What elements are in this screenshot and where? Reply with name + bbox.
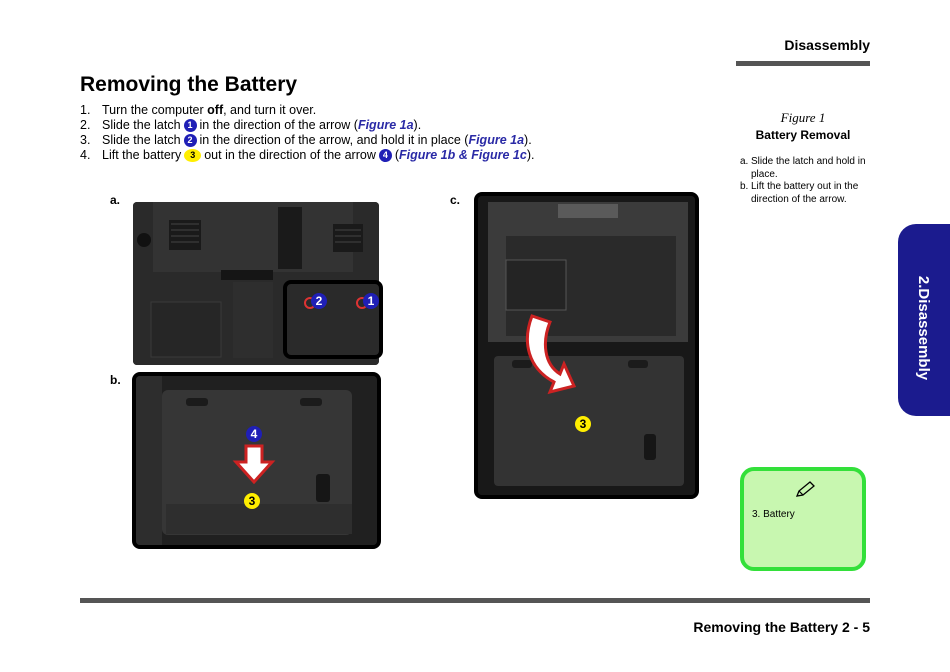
- chapter-tab[interactable]: 2.Disassembly: [898, 224, 950, 416]
- callout-badge: 2: [183, 134, 197, 148]
- callout-badge: 1: [183, 119, 197, 133]
- callout-3-badge: 3: [244, 493, 260, 509]
- figure-number: Figure 1: [780, 110, 826, 125]
- callout-1-badge: 1: [363, 293, 379, 309]
- figure-items: a.Slide the latch and hold in place. b.L…: [740, 156, 868, 206]
- photo-c-label: c.: [450, 193, 461, 207]
- callout-badge: 4: [378, 149, 392, 163]
- photo-c-battery-removed: [474, 192, 699, 499]
- footer-title: Removing the Battery: [693, 619, 839, 635]
- curved-arrow-icon: [525, 314, 577, 395]
- page-footer: Removing the Battery 2 - 5: [693, 619, 870, 635]
- battery-highlight-frame: [283, 280, 383, 359]
- note-box: 3. Battery: [740, 467, 866, 571]
- battery-bay-illustration: [478, 196, 695, 495]
- chapter-tab-label: 2.Disassembly: [915, 275, 933, 381]
- photo-b-label: b.: [110, 373, 121, 387]
- callout-4-badge: 4: [246, 426, 262, 442]
- page-number: 2 - 5: [841, 619, 870, 635]
- section-header: Disassembly: [784, 37, 870, 53]
- steps-list: 1. Turn the computer off, and turn it ov…: [80, 103, 640, 163]
- figure-link[interactable]: Figure 1a: [468, 133, 525, 147]
- photo-a-label: a.: [110, 193, 121, 207]
- page-title: Removing the Battery: [80, 73, 298, 96]
- callout-3-badge: 3: [575, 416, 591, 432]
- header-rule: [736, 61, 870, 66]
- step-1: 1. Turn the computer off, and turn it ov…: [80, 103, 317, 117]
- figure-title: Battery Removal: [755, 128, 851, 142]
- figure-item: a.Slide the latch and hold in place.: [740, 156, 866, 180]
- figure-link[interactable]: Figure 1b & Figure 1c: [399, 148, 527, 162]
- arrow-down-icon: [232, 444, 276, 484]
- pencil-icon: [795, 481, 815, 497]
- note-item: 3. Battery: [752, 509, 795, 520]
- callout-badge: 3: [184, 149, 202, 163]
- figure-link[interactable]: Figure 1a: [357, 118, 414, 132]
- figure-item: b.Lift the battery out in the direction …: [740, 181, 859, 205]
- figure-caption: Figure 1 Battery Removal: [736, 110, 870, 142]
- footer-rule: [80, 598, 870, 603]
- callout-2-badge: 2: [311, 293, 327, 309]
